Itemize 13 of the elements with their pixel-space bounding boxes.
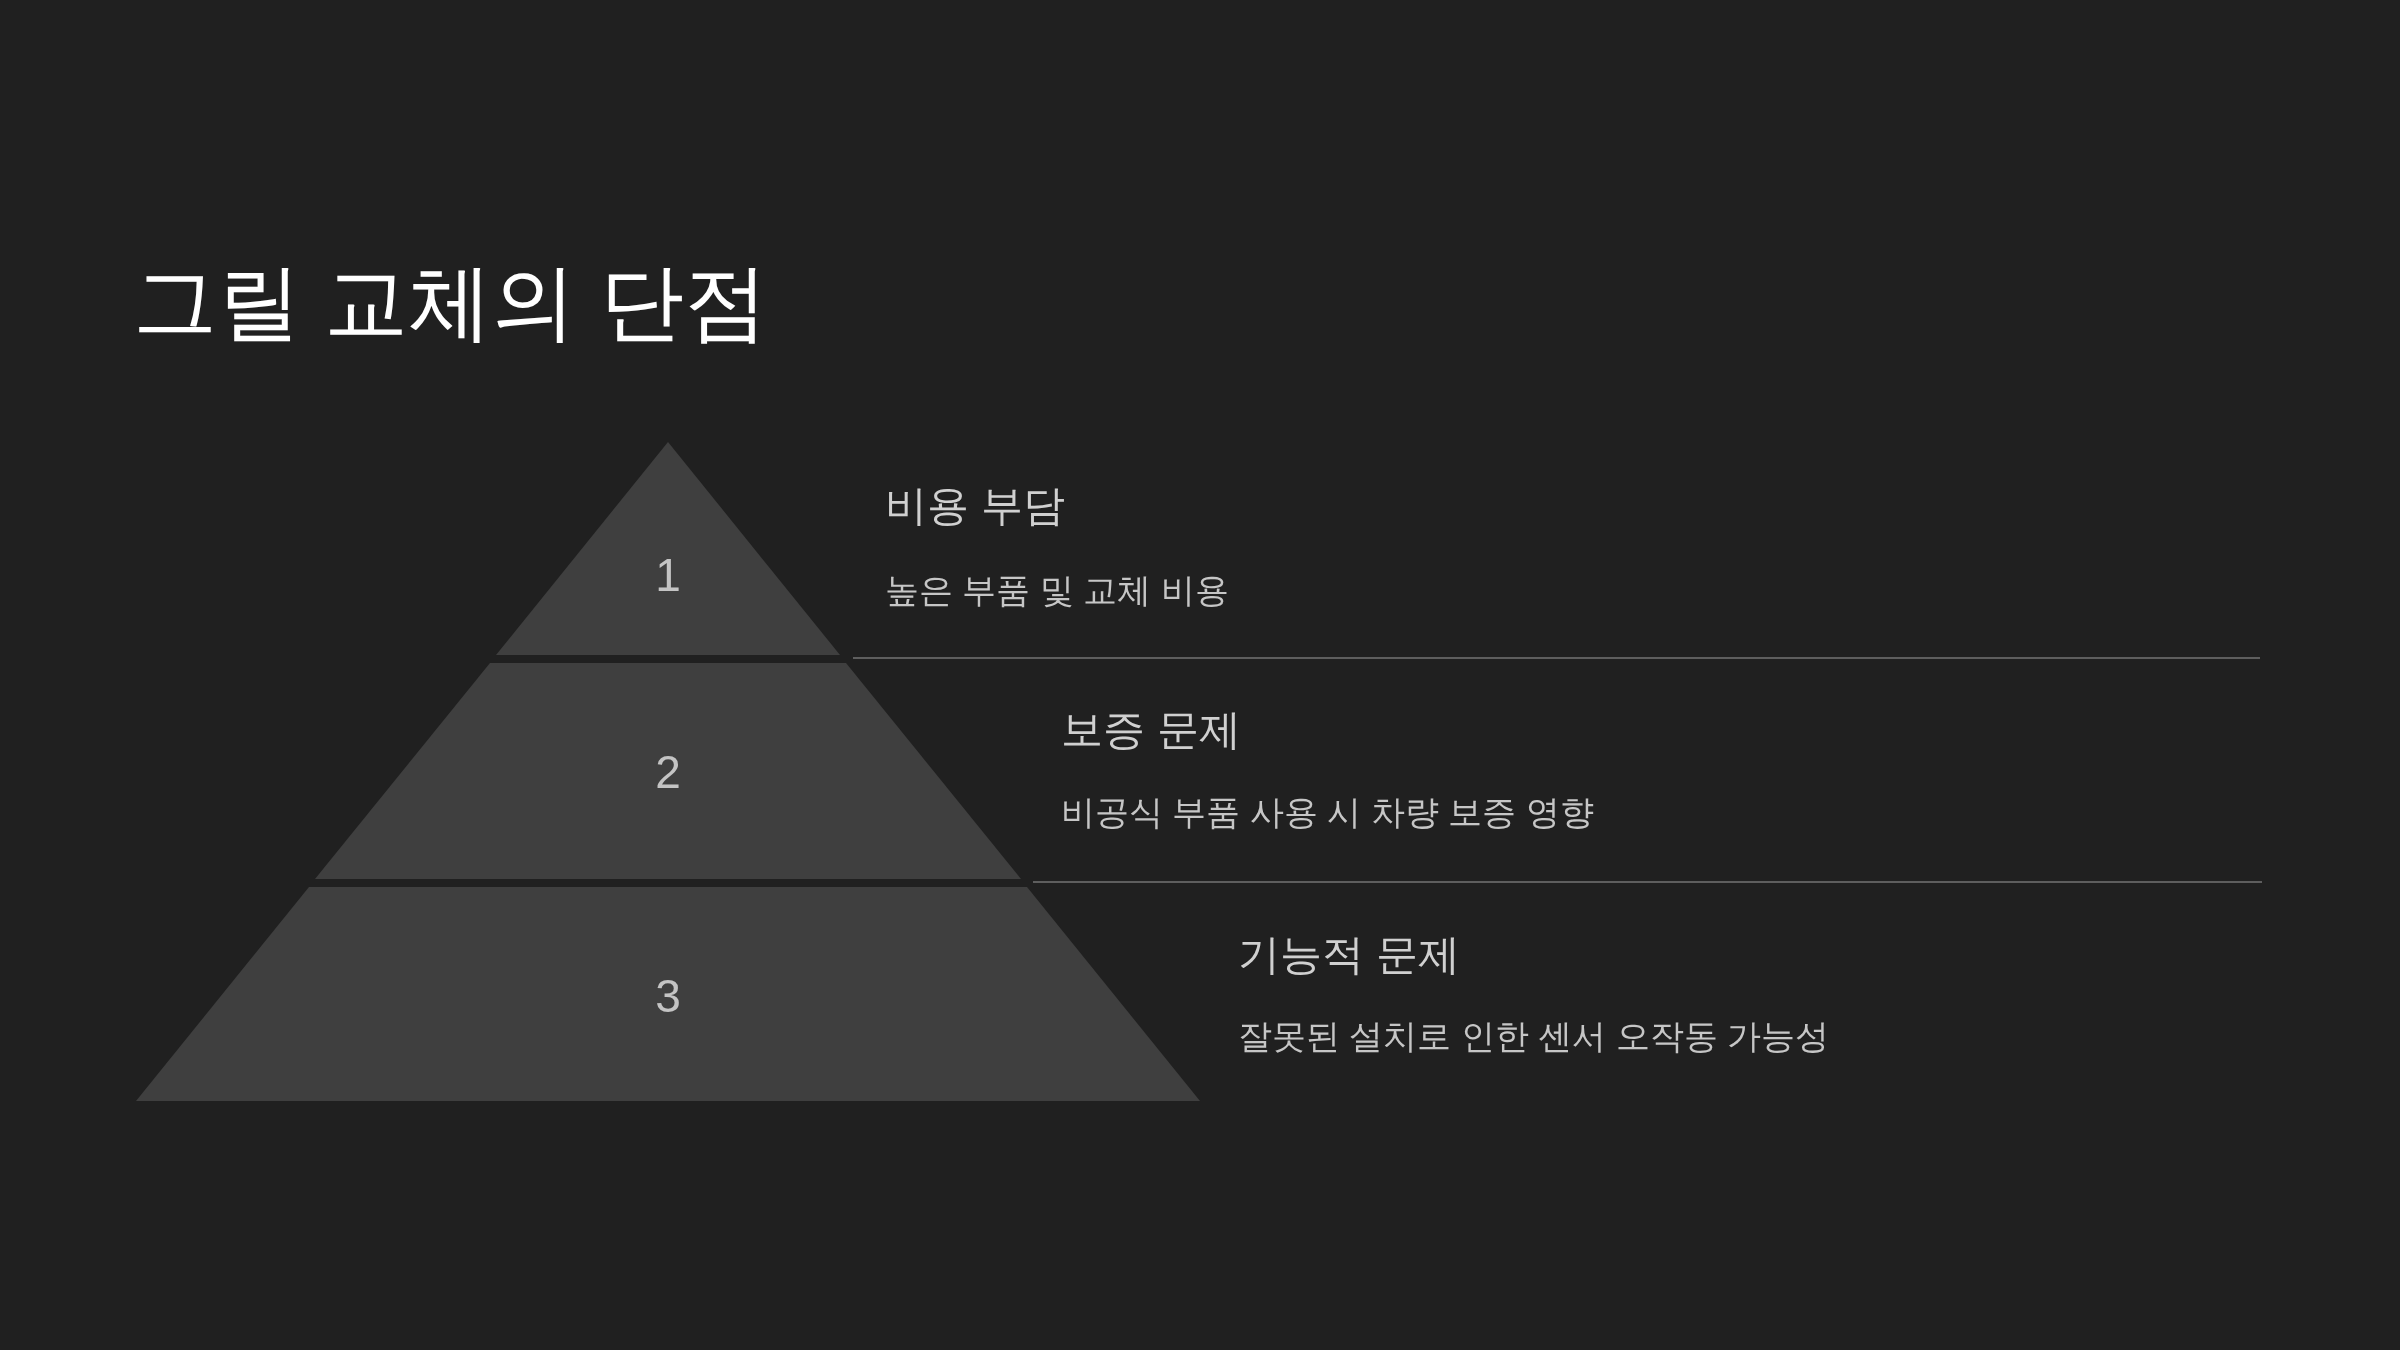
tier-number: 3	[655, 969, 681, 1025]
tier-number: 2	[655, 745, 681, 801]
slide-title: 그릴 교체의 단점	[133, 254, 768, 351]
tier-number: 1	[655, 548, 681, 604]
tier-description: 잘못된 설치로 인한 센서 오작동 가능성	[1238, 1016, 1830, 1057]
tier-description: 비공식 부품 사용 시 차량 보증 영향	[1061, 792, 1594, 833]
pyramid-tier	[496, 442, 840, 655]
tier-description: 높은 부품 및 교체 비용	[885, 570, 1229, 611]
pyramid-tier	[315, 663, 1021, 879]
tier-heading: 비용 부담	[885, 481, 1065, 531]
tier-heading: 기능적 문제	[1238, 930, 1460, 980]
tier-heading: 보증 문제	[1061, 705, 1241, 755]
pyramid-tier	[136, 887, 1200, 1101]
